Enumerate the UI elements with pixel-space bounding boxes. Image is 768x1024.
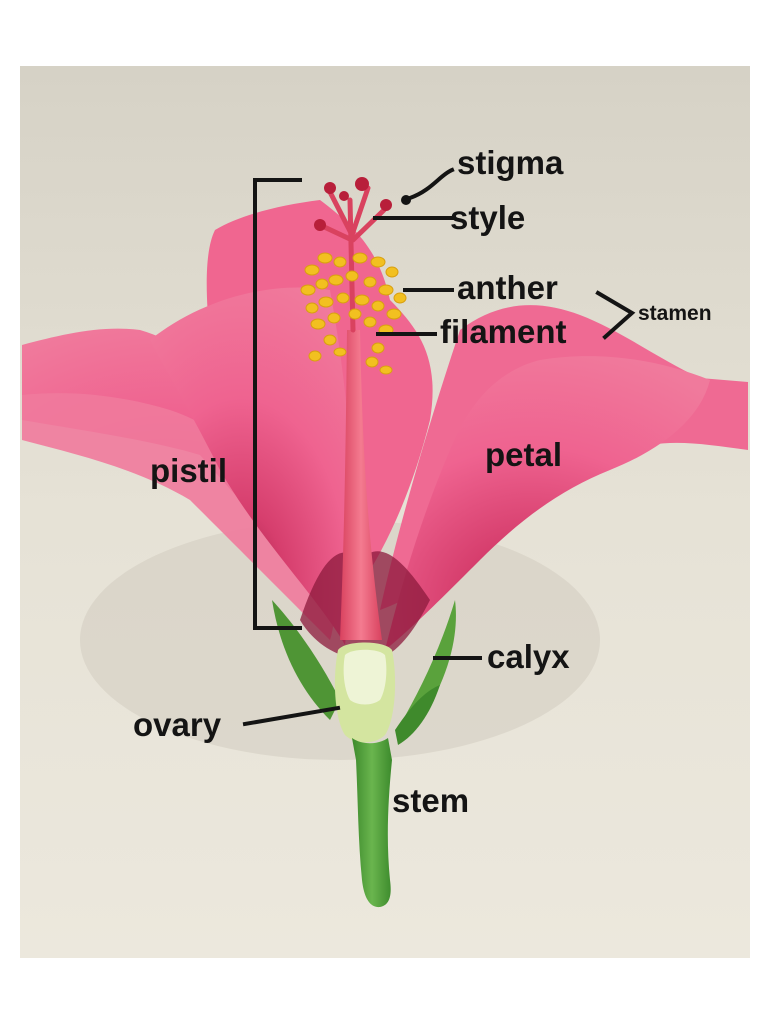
stigma-leader bbox=[407, 167, 455, 201]
label-stigma: stigma bbox=[457, 144, 564, 181]
label-calyx: calyx bbox=[487, 638, 570, 675]
label-anther: anther bbox=[457, 269, 558, 306]
label-pistil: pistil bbox=[150, 452, 227, 489]
anther-cluster bbox=[300, 252, 407, 375]
label-stem: stem bbox=[392, 782, 469, 819]
leader-lines bbox=[242, 167, 636, 727]
label-style: style bbox=[450, 199, 525, 236]
petal-front-center bbox=[150, 287, 353, 645]
label-petal: petal bbox=[485, 436, 562, 473]
petal-front-right bbox=[385, 356, 710, 650]
pistil-column bbox=[340, 330, 382, 640]
stem-shape bbox=[352, 738, 392, 908]
stamen-brace bbox=[595, 290, 636, 340]
stigma-heads bbox=[314, 177, 392, 231]
petal-front-left bbox=[22, 393, 335, 640]
calyx-sepal-right bbox=[400, 600, 456, 735]
ovary-leader bbox=[242, 705, 341, 727]
label-stamen: stamen bbox=[638, 302, 712, 325]
stigma-leader-dot bbox=[401, 195, 411, 205]
label-ovary: ovary bbox=[133, 706, 222, 743]
style-branches bbox=[317, 185, 387, 333]
pistil-bracket bbox=[253, 178, 302, 630]
ovary-highlight bbox=[343, 649, 387, 705]
calyx-sepal-right-2 bbox=[395, 685, 440, 745]
label-filament: filament bbox=[440, 313, 567, 350]
